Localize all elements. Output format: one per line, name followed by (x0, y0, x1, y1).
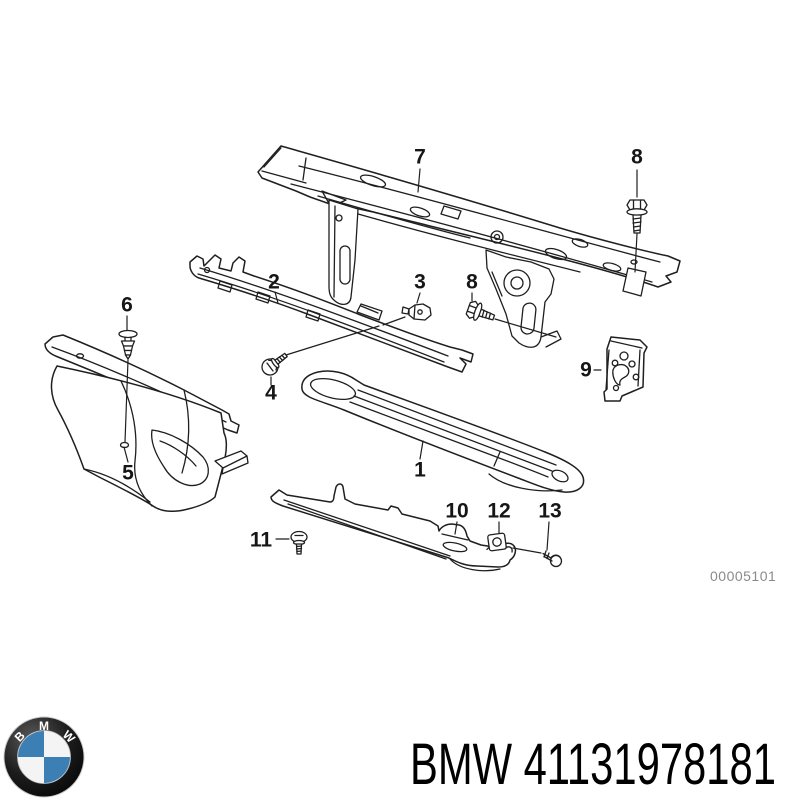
part-2-upper-crossmember (189, 254, 474, 373)
part-5-air-duct (44, 334, 249, 512)
screw-13 (542, 550, 563, 568)
callout-11: 11 (249, 528, 273, 552)
brand-text: BMW (410, 732, 513, 797)
screw-8-top (626, 199, 648, 234)
callout-2: 2 (268, 270, 280, 294)
screw-4 (261, 352, 288, 376)
part-7-front-panel (257, 145, 681, 348)
callout-7: 7 (414, 145, 426, 169)
leader-lines (123, 168, 638, 554)
callout-8-top: 8 (631, 145, 643, 169)
callout-5: 5 (122, 461, 134, 485)
callout-4: 4 (265, 381, 277, 405)
callout-1: 1 (414, 458, 426, 482)
callout-12: 12 (487, 499, 511, 523)
screw-11 (290, 530, 308, 555)
roundel-quadrant-bottom-right (44, 757, 70, 783)
callout-10: 10 (445, 499, 469, 523)
part-number-text: 41131978181 (523, 732, 776, 797)
callout-8-middle: 8 (466, 270, 478, 294)
nut-12 (486, 532, 507, 552)
clip-6 (118, 329, 138, 360)
callout-3: 3 (414, 270, 426, 294)
part-1-lower-crossmember (301, 370, 585, 493)
part-9-bracket (603, 336, 648, 402)
roundel-quadrant-top-left (18, 731, 44, 757)
clip-3-sensor (401, 303, 432, 321)
bmw-logo: B M W (2, 714, 88, 800)
callout-9: 9 (580, 358, 592, 382)
part-10-lower-cover (270, 483, 517, 572)
diagram-id: 00005101 (710, 568, 777, 584)
callout-6: 6 (121, 293, 133, 317)
logo-letter-m: M (39, 719, 49, 733)
callout-13: 13 (538, 499, 562, 523)
screw-8-middle (465, 300, 496, 321)
